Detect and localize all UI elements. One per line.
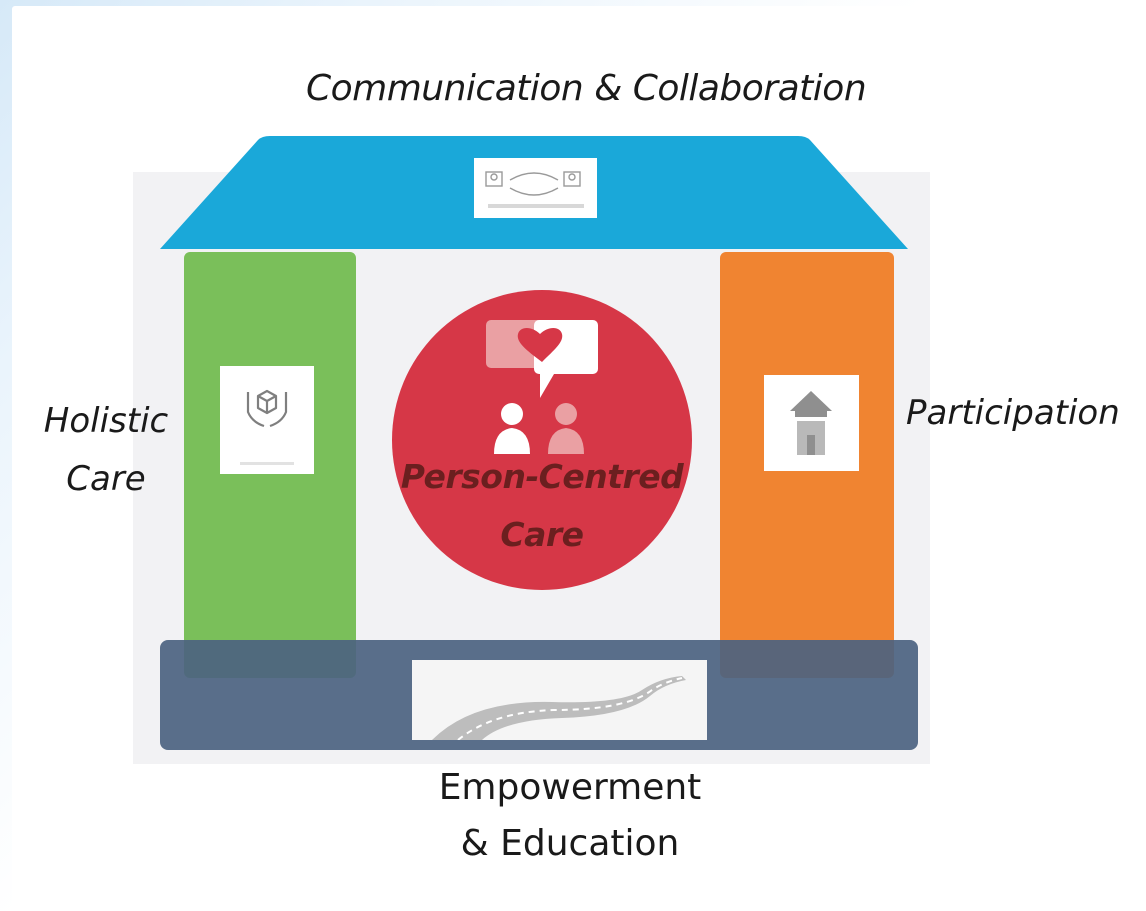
collaboration-icon [474,158,597,218]
hands-holding-box-icon [220,366,314,474]
left-pillar-label: Holistic Care [43,401,169,499]
roof-label: Communication & Collaboration [306,68,867,109]
center-label: Person-Centred Care [400,457,684,554]
foundation-label-line2: & Education [460,823,680,864]
right-pillar-label: Participation [906,393,1120,433]
foundation-label-line1: Empowerment [438,767,702,808]
house-icon [764,375,859,471]
heart-handshake-people-icon [482,318,602,458]
foundation-label: Empowerment & Education [420,760,720,872]
winding-road-icon [412,660,707,740]
